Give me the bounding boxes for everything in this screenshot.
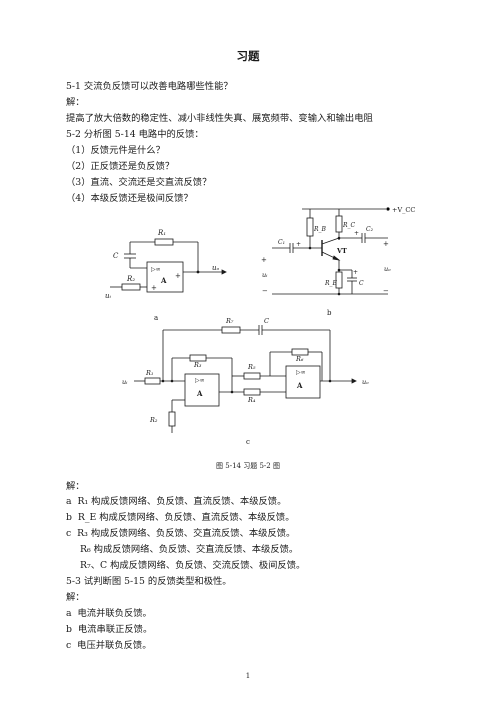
label-r4-c: R₄ xyxy=(247,396,256,404)
label-c-c: C xyxy=(264,317,269,325)
label-c1-b: C₁ xyxy=(278,239,285,246)
opamp-a-label-1-c: A xyxy=(196,389,203,398)
answer-5-2-c-r6: R₆ 构成反馈网络、负反馈、交直流反馈、本级反馈。 xyxy=(80,544,299,555)
answer-letter: c xyxy=(66,640,72,651)
opamp-box-a xyxy=(146,261,184,293)
resistor-r7-c xyxy=(221,326,241,334)
question-5-2-item-1: （1）反馈元件是什么？ xyxy=(66,145,165,156)
label-c2-b: C₂ xyxy=(366,226,374,233)
label-vt-b: VT xyxy=(336,247,347,255)
label-vcc-b: +V_CC xyxy=(392,206,415,214)
question-5-3: 5-3 试判断图 5-15 的反馈类型和极性。 xyxy=(66,576,232,587)
solution-label-5-1: 解： xyxy=(66,97,85,108)
sublabel-c: c xyxy=(246,438,250,446)
opamp-inf-1-c: ▷∞ xyxy=(195,377,205,384)
answer-5-2-b: b R_E 构成反馈网络、负反馈、直流反馈、本级反馈。 xyxy=(66,512,295,524)
answer-text: R_E 构成反馈网络、负反馈、直流反馈、本级反馈。 xyxy=(77,512,295,523)
answer-text: 电流串联正反馈。 xyxy=(77,624,153,635)
solution-label-5-3: 解： xyxy=(66,592,85,603)
opamp-inf-2-c: ▷∞ xyxy=(296,369,306,376)
label-rb-b: R_B xyxy=(313,226,327,233)
label-r1-a: R₁ xyxy=(157,229,166,237)
label-r1-c: R₁ xyxy=(145,369,154,377)
answer-5-3-a: a 电流并联负反馈。 xyxy=(66,608,152,620)
question-5-2-item-4: （4）本级反馈还是极间反馈？ xyxy=(66,193,193,204)
question-5-1: 5-1 交流负反馈可以改善电路哪些性能？ xyxy=(66,81,233,92)
answer-5-3-c: c 电压并联负反馈。 xyxy=(66,640,152,652)
sublabel-a: a xyxy=(154,314,158,322)
label-r2-a: R₂ xyxy=(126,275,135,283)
page-title: 习题 xyxy=(236,49,260,63)
page-number: 1 xyxy=(245,672,251,680)
opamp-a-label-2-c: A xyxy=(296,381,303,390)
answer-5-1: 提高了放大倍数的稳定性、减小非线性失真、展宽频带、变输入和输出电阻 xyxy=(66,113,373,124)
resistor-r1-c xyxy=(144,377,161,385)
label-ui-b: uᵢ xyxy=(262,271,268,279)
answer-5-3-b: b 电流串联正反馈。 xyxy=(66,624,152,636)
resistor-r2-a xyxy=(121,283,141,291)
opamp-box-1-c xyxy=(184,373,220,407)
opamp-in-plus-a: + xyxy=(151,284,157,292)
label-ui-c: uᵢ xyxy=(122,378,128,386)
sublabel-b: b xyxy=(327,309,332,317)
out-minus-b: − xyxy=(383,287,389,295)
resistor-r1-a xyxy=(154,238,174,246)
out-plus-b: + xyxy=(383,240,389,248)
in-minus-b: − xyxy=(262,287,268,295)
label-r2-c: R₂ xyxy=(149,416,158,424)
opamp-out-plus-a: + xyxy=(175,272,181,280)
label-c-b: C xyxy=(359,280,364,287)
solution-label-5-2: 解： xyxy=(66,481,85,492)
question-5-2: 5-2 分析图 5-14 电路中的反馈： xyxy=(66,129,204,140)
answer-letter: c xyxy=(66,528,72,539)
ce-plus-b: + xyxy=(353,269,358,276)
opamp-inf-a: ▷∞ xyxy=(151,266,161,273)
circuit-a: R₁ C ▷∞ A + + R₂ uᵢ uₒ a xyxy=(105,229,227,322)
answer-letter: a xyxy=(66,496,72,507)
figure-caption: 图 5-14 习题 5-2 图 xyxy=(216,462,280,470)
label-rc-b: R_C xyxy=(342,222,356,229)
c2-plus-b: + xyxy=(354,230,359,237)
opamp-box-2-c xyxy=(285,365,321,399)
resistor-r5-c xyxy=(243,372,261,380)
label-c-a: C xyxy=(113,252,119,260)
in-plus-b: + xyxy=(261,256,267,264)
answer-text: R₁ 构成反馈网络、负反馈、直流反馈、本级反馈。 xyxy=(77,496,287,507)
opamp-a-label-a: A xyxy=(160,276,167,285)
answer-5-2-c: c R₃ 构成反馈网络、负反馈、交直流反馈、本级反馈。 xyxy=(66,528,295,540)
answer-letter: b xyxy=(66,624,72,635)
label-uo-c: uₒ xyxy=(362,378,369,386)
answer-5-2-c-r7: R₇、C 构成反馈网络、负反馈、交流反馈、极间反馈。 xyxy=(80,560,306,571)
label-re-b: R_E xyxy=(324,280,338,287)
answer-text: R₃ 构成反馈网络、负反馈、交直流反馈、本级反馈。 xyxy=(77,528,296,539)
label-ui-a: uᵢ xyxy=(105,292,112,300)
label-uo-a: uₒ xyxy=(212,264,220,272)
label-r7-c: R₇ xyxy=(225,317,234,325)
label-r3-c: R₃ xyxy=(193,361,202,369)
answer-text: 电流并联负反馈。 xyxy=(77,608,152,619)
answer-text: 电压并联负反馈。 xyxy=(77,640,152,651)
answer-5-2-a: a R₁ 构成反馈网络、负反馈、直流反馈、本级反馈。 xyxy=(66,496,286,508)
question-5-2-item-3: （3）直流、交流还是交直流反馈？ xyxy=(66,177,212,188)
question-5-2-item-2: （2）正反馈还是负反馈？ xyxy=(66,161,175,172)
resistor-rb-b xyxy=(306,217,314,237)
answer-letter: b xyxy=(66,512,72,523)
answer-letter: a xyxy=(66,608,72,619)
circuit-b: +V_CC R_B R_C C₁ + VT xyxy=(261,206,415,317)
resistor-rc-b xyxy=(335,215,343,233)
circuit-c: uᵢ R₁ R₇ C R₃ ▷∞ A xyxy=(122,317,369,446)
label-uo-b: uₒ xyxy=(384,265,391,273)
label-r6-c: R₆ xyxy=(295,355,304,363)
resistor-r2-c xyxy=(168,411,176,427)
label-r5-c: R₅ xyxy=(247,363,256,371)
c1-plus-b: + xyxy=(296,241,301,248)
resistor-r4-c xyxy=(243,388,261,396)
